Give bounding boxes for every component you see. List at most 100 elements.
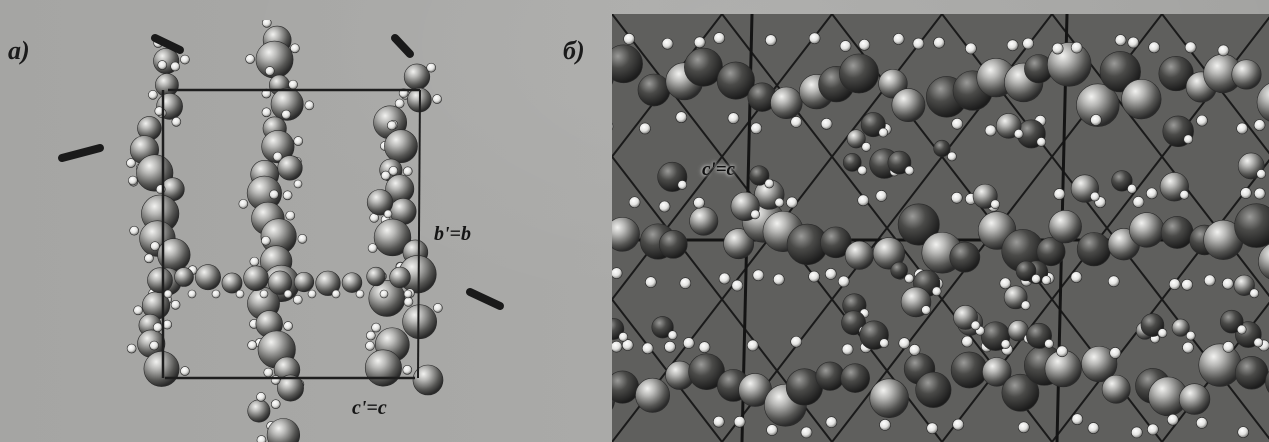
hydrogen-atom [639, 122, 651, 135]
hydrogen-atom [270, 399, 281, 409]
hydrogen-atom [1182, 341, 1194, 354]
atom [147, 267, 173, 294]
hydrogen-atom [947, 151, 957, 162]
hydrogen-atom [426, 62, 436, 73]
atom [1158, 55, 1194, 92]
hydrogen-atom [1148, 41, 1160, 54]
hydrogen-atom [667, 330, 678, 341]
hydrogen-atom [612, 267, 623, 279]
hydrogen-atom [281, 109, 292, 120]
hydrogen-atom [677, 180, 688, 190]
atom [366, 266, 386, 287]
hydrogen-atom [1114, 34, 1127, 46]
hydrogen-atom [912, 37, 925, 50]
hydrogen-atom [387, 120, 397, 131]
atom [1101, 374, 1131, 404]
hydrogen-atom [285, 210, 296, 221]
atom [1171, 318, 1190, 337]
hydrogen-atom [187, 289, 197, 299]
hydrogen-atom [1179, 189, 1190, 200]
atom [1129, 212, 1165, 248]
hydrogen-atom [750, 122, 763, 135]
hydrogen-atom [892, 33, 905, 45]
hydrogen-atom [1253, 119, 1266, 131]
atom [891, 88, 926, 123]
atom [364, 349, 402, 387]
hydrogen-atom [984, 124, 997, 137]
hydrogen-atom [1147, 423, 1159, 436]
hydrogen-atom [211, 289, 221, 299]
hydrogen-atom [379, 289, 389, 299]
hydrogen-atom [1041, 275, 1052, 286]
atom [1231, 59, 1262, 90]
atom [403, 63, 431, 90]
hydrogen-atom [746, 339, 759, 352]
atom [315, 270, 341, 296]
atom [684, 47, 723, 87]
hydrogen-atom [612, 122, 614, 131]
hydrogen-atom [731, 279, 744, 292]
hydrogen-atom [272, 151, 283, 162]
atom [293, 271, 315, 293]
hydrogen-atom [262, 20, 272, 28]
hydrogen-atom [371, 322, 381, 333]
hydrogen-atom [1000, 339, 1011, 349]
atom [950, 351, 988, 389]
hydrogen-atom [1167, 413, 1179, 426]
hydrogen-atom [1006, 39, 1019, 52]
hydrogen-atom [808, 270, 820, 283]
hydrogen-atom [904, 273, 914, 284]
panel-b-axis-c-label: c'=c [702, 159, 735, 180]
hydrogen-atom [857, 165, 868, 176]
atom [869, 378, 909, 418]
atom [949, 241, 981, 273]
hydrogen-atom [1249, 288, 1260, 299]
hydrogen-atom [664, 341, 676, 353]
hydrogen-atom [355, 289, 365, 299]
atom [612, 216, 640, 252]
atom [1256, 83, 1269, 122]
hydrogen-atom [1184, 41, 1197, 54]
hydrogen-atom [1044, 338, 1054, 349]
hydrogen-atom [879, 419, 891, 431]
atom [1198, 343, 1242, 387]
panel-b-atoms [612, 32, 1269, 439]
hydrogen-atom [1127, 36, 1140, 49]
hydrogen-atom [259, 289, 269, 299]
atom [143, 350, 180, 387]
panel-a-label: a) [8, 36, 30, 65]
hydrogen-atom [698, 341, 711, 354]
hydrogen-atom [1181, 278, 1193, 291]
hydrogen-atom [999, 277, 1012, 290]
atom [1178, 383, 1211, 415]
atom [890, 261, 908, 280]
hydrogen-atom [825, 268, 837, 280]
atom [1219, 309, 1244, 334]
atom [1048, 209, 1082, 244]
hydrogen-atom [249, 256, 260, 267]
hydrogen-atom [661, 37, 674, 50]
hydrogen-atom [766, 424, 778, 436]
hydrogen-atom [180, 54, 190, 65]
hydrogen-atom [951, 191, 963, 204]
atom [749, 165, 770, 186]
hydrogen-atom [1217, 44, 1230, 57]
hydrogen-atom [774, 197, 785, 208]
hydrogen-atom [750, 209, 760, 220]
atom [270, 87, 304, 121]
hydrogen-atom [432, 94, 442, 104]
hydrogen-atom [307, 289, 317, 299]
hydrogen-atom [879, 338, 889, 348]
hydrogen-atom [961, 335, 974, 348]
atom [651, 316, 674, 339]
hydrogen-atom [765, 34, 777, 46]
hydrogen-atom [1071, 413, 1084, 426]
hydrogen-atom [1240, 187, 1252, 199]
hydrogen-atom [380, 170, 391, 181]
atom [982, 357, 1012, 387]
hydrogen-atom [1222, 277, 1234, 290]
atom [1036, 237, 1066, 267]
hydrogen-atom [773, 273, 785, 286]
atom [174, 267, 194, 287]
hydrogen-atom [820, 118, 833, 130]
